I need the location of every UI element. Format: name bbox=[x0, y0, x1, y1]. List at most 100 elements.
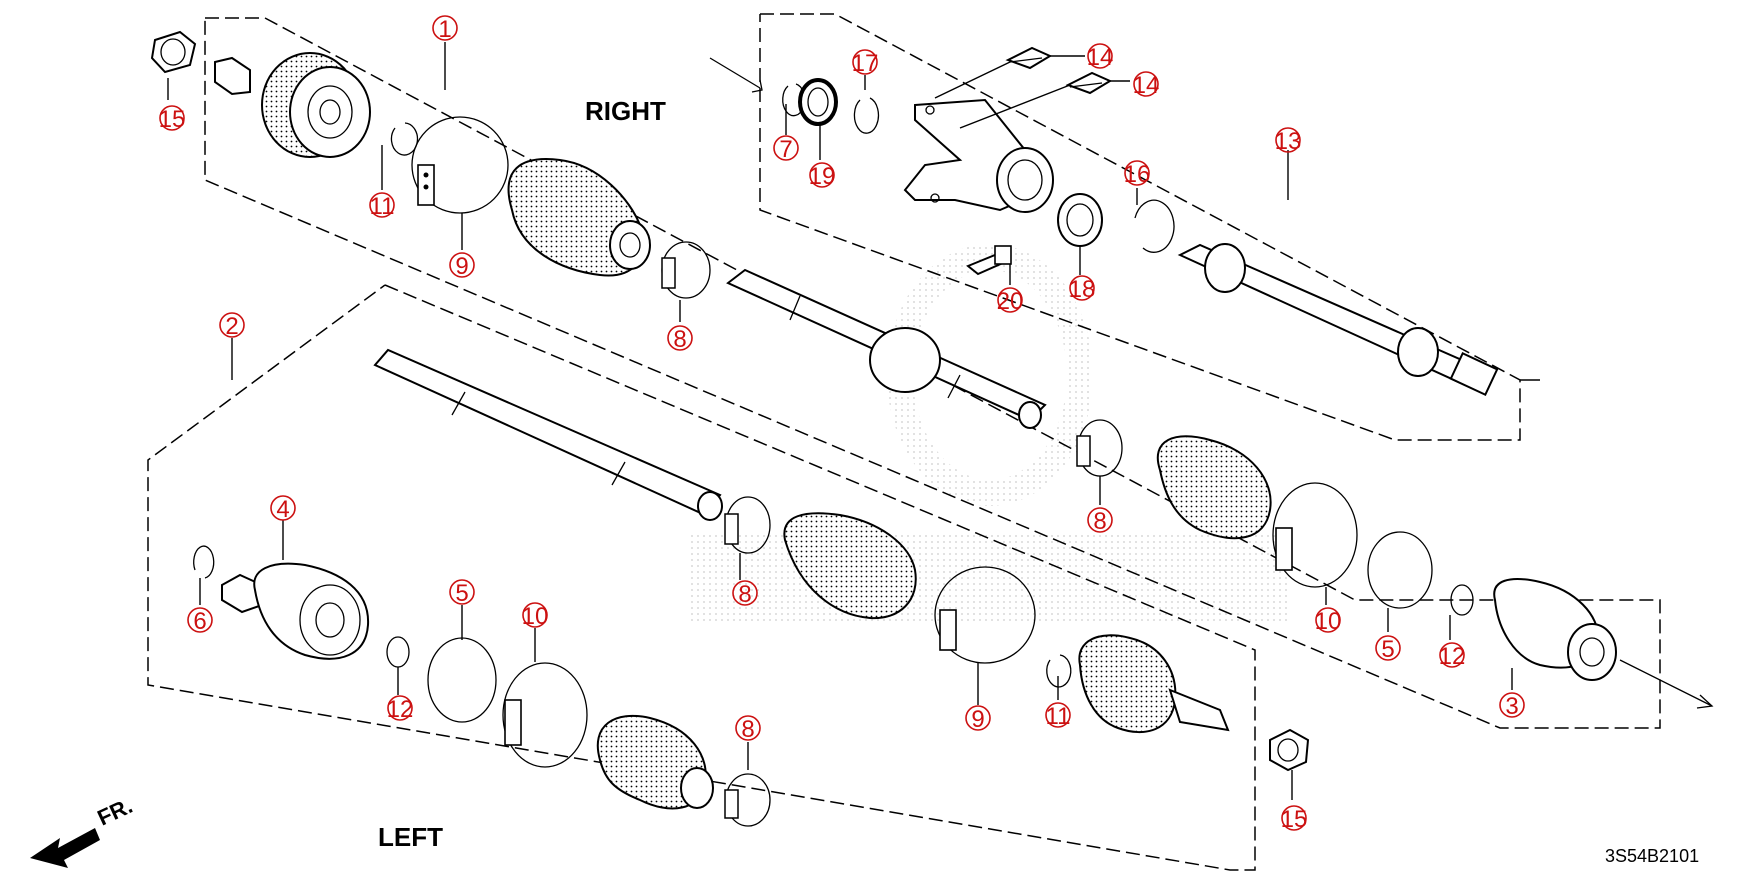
svg-text:8: 8 bbox=[1093, 508, 1106, 535]
boot-band-part-10-right bbox=[1272, 482, 1358, 588]
callout-10-right: 10 bbox=[1315, 607, 1342, 635]
outer-boot-right bbox=[507, 158, 651, 277]
callout-7: 7 bbox=[773, 135, 799, 163]
outer-cv-joint-right bbox=[214, 52, 371, 158]
svg-text:1: 1 bbox=[438, 16, 451, 43]
svg-text:19: 19 bbox=[809, 163, 836, 190]
hub-nut-part-15-bottom bbox=[1269, 728, 1310, 772]
boot-band-part-8-upper bbox=[661, 241, 711, 299]
bearing-part-18 bbox=[1057, 193, 1103, 247]
svg-text:14: 14 bbox=[1133, 72, 1160, 99]
callout-8-left-lower: 8 bbox=[735, 715, 761, 743]
callout-15-bottom: 15 bbox=[1281, 805, 1308, 833]
boot-band-part-8-left-mid bbox=[724, 496, 771, 554]
bolt-part-14-upper bbox=[1005, 46, 1053, 70]
callout-11-left: 11 bbox=[1045, 702, 1071, 730]
group-outline-left-assembly bbox=[147, 284, 1256, 871]
callout-17: 17 bbox=[852, 49, 879, 77]
hub-nut-part-15-top bbox=[150, 30, 197, 74]
callout-10-left: 10 bbox=[522, 602, 549, 630]
circlip-part-11-left bbox=[1046, 654, 1072, 688]
svg-text:8: 8 bbox=[738, 581, 751, 608]
left-axle-shaft bbox=[373, 348, 723, 521]
inner-cv-joint-part-3 bbox=[1493, 578, 1617, 681]
svg-text:3: 3 bbox=[1505, 693, 1518, 720]
snap-ring-part-5-left bbox=[427, 637, 497, 723]
callout-9-left: 9 bbox=[965, 705, 991, 733]
callout-18: 18 bbox=[1069, 275, 1096, 303]
callout-14-lower: 14 bbox=[1133, 71, 1160, 99]
svg-text:15: 15 bbox=[1281, 806, 1308, 833]
callout-3: 3 bbox=[1499, 692, 1525, 720]
callout-15-top: 15 bbox=[159, 105, 186, 133]
circlip-part-12-left bbox=[386, 636, 410, 668]
callout-8-upper: 8 bbox=[667, 325, 693, 353]
svg-text:6: 6 bbox=[193, 608, 206, 635]
svg-text:2: 2 bbox=[225, 313, 238, 340]
circlip-part-16 bbox=[1134, 199, 1175, 253]
outer-cv-joint-left bbox=[1078, 634, 1230, 734]
svg-text:9: 9 bbox=[971, 706, 984, 733]
svg-text:18: 18 bbox=[1069, 276, 1096, 303]
snap-ring-part-6 bbox=[193, 545, 215, 579]
label-left: LEFT bbox=[378, 822, 443, 852]
circlip-part-17 bbox=[853, 97, 880, 134]
callout-12-left: 12 bbox=[387, 695, 414, 723]
callout-5-left: 5 bbox=[449, 579, 475, 607]
leader-lines bbox=[167, 42, 1540, 800]
svg-text:14: 14 bbox=[1087, 44, 1114, 71]
callout-2: 2 bbox=[219, 312, 245, 340]
svg-text:10: 10 bbox=[522, 603, 549, 630]
callout-19: 19 bbox=[809, 162, 836, 190]
front-marker-label: FR. bbox=[94, 793, 137, 831]
boot-band-part-10-left bbox=[502, 662, 588, 768]
svg-text:7: 7 bbox=[779, 136, 792, 163]
diagram-code: 3S54B2101 bbox=[1605, 846, 1699, 866]
svg-text:11: 11 bbox=[370, 193, 395, 220]
guide-arrow-right bbox=[1619, 659, 1714, 709]
callout-13: 13 bbox=[1275, 127, 1302, 155]
svg-text:4: 4 bbox=[276, 496, 289, 523]
callout-12-right: 12 bbox=[1439, 642, 1466, 670]
callouts: 15 1 11 9 8 7 19 17 14 14 13 16 18 20 2 … bbox=[159, 15, 1525, 833]
bearing-support-bracket bbox=[903, 98, 1054, 213]
svg-text:9: 9 bbox=[455, 253, 468, 280]
inner-boot-right bbox=[1157, 435, 1272, 540]
callout-9-upper: 9 bbox=[449, 252, 475, 280]
guide-arrow-upper bbox=[709, 57, 763, 93]
callout-1: 1 bbox=[432, 15, 458, 43]
callout-5-right: 5 bbox=[1375, 635, 1401, 663]
svg-text:10: 10 bbox=[1315, 608, 1342, 635]
callout-20: 20 bbox=[997, 287, 1023, 315]
callout-14-upper: 14 bbox=[1087, 43, 1114, 71]
outer-boot-left bbox=[783, 512, 917, 620]
svg-text:13: 13 bbox=[1275, 128, 1302, 155]
svg-text:8: 8 bbox=[673, 326, 686, 353]
callout-8-right: 8 bbox=[1087, 507, 1113, 535]
intermediate-shaft-part-13 bbox=[1177, 243, 1499, 397]
svg-text:15: 15 bbox=[159, 106, 186, 133]
callout-8-left-mid: 8 bbox=[732, 580, 758, 608]
inner-boot-left bbox=[596, 714, 714, 810]
group-outline-right-assembly bbox=[204, 17, 1661, 729]
svg-text:17: 17 bbox=[852, 50, 879, 77]
callout-16: 16 bbox=[1124, 160, 1151, 188]
bolt-part-14-lower bbox=[1065, 71, 1113, 95]
callout-4: 4 bbox=[270, 495, 296, 523]
boot-band-part-9-left bbox=[934, 566, 1036, 664]
svg-text:5: 5 bbox=[1381, 636, 1394, 663]
callout-11-upper: 11 bbox=[369, 192, 395, 220]
svg-text:16: 16 bbox=[1124, 161, 1151, 188]
svg-text:12: 12 bbox=[387, 696, 414, 723]
svg-text:5: 5 bbox=[455, 580, 468, 607]
svg-text:12: 12 bbox=[1439, 643, 1466, 670]
boot-band-part-8-left-lower bbox=[724, 773, 771, 827]
right-axle-shaft bbox=[726, 268, 1047, 429]
svg-text:8: 8 bbox=[741, 716, 754, 743]
group-outline-intermediate-shaft bbox=[759, 13, 1521, 441]
inner-cv-joint-part-4 bbox=[221, 562, 370, 660]
label-right: RIGHT bbox=[585, 96, 666, 126]
bolt-part-20 bbox=[966, 245, 1012, 276]
circlip-part-11-upper bbox=[390, 122, 419, 156]
